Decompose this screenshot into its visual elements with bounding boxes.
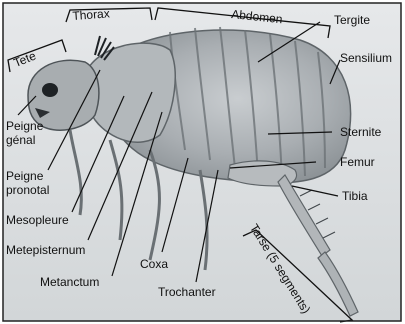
label-mesopleure: Mesopleure <box>6 214 69 227</box>
label-peigne-genal-line2: génal <box>6 134 35 147</box>
label-peigne-genal-line1: Peigne <box>6 120 43 133</box>
eye <box>42 83 58 97</box>
label-metepisternum: Metepisternum <box>6 244 85 257</box>
label-femur: Femur <box>340 156 375 169</box>
label-metanctum: Metanctum <box>40 276 99 289</box>
label-tergite: Tergite <box>334 14 370 27</box>
label-sensilium: Sensilium <box>340 52 392 65</box>
label-peigne-pronotal-line1: Peigne <box>6 170 43 183</box>
label-tibia: Tibia <box>342 190 368 203</box>
label-coxa: Coxa <box>140 258 168 271</box>
label-peigne-pronotal-line2: pronotal <box>6 184 49 197</box>
label-trochanter: Trochanter <box>158 286 216 299</box>
label-sternite: Sternite <box>340 126 381 139</box>
region-label-thorax: Thorax <box>72 7 110 23</box>
